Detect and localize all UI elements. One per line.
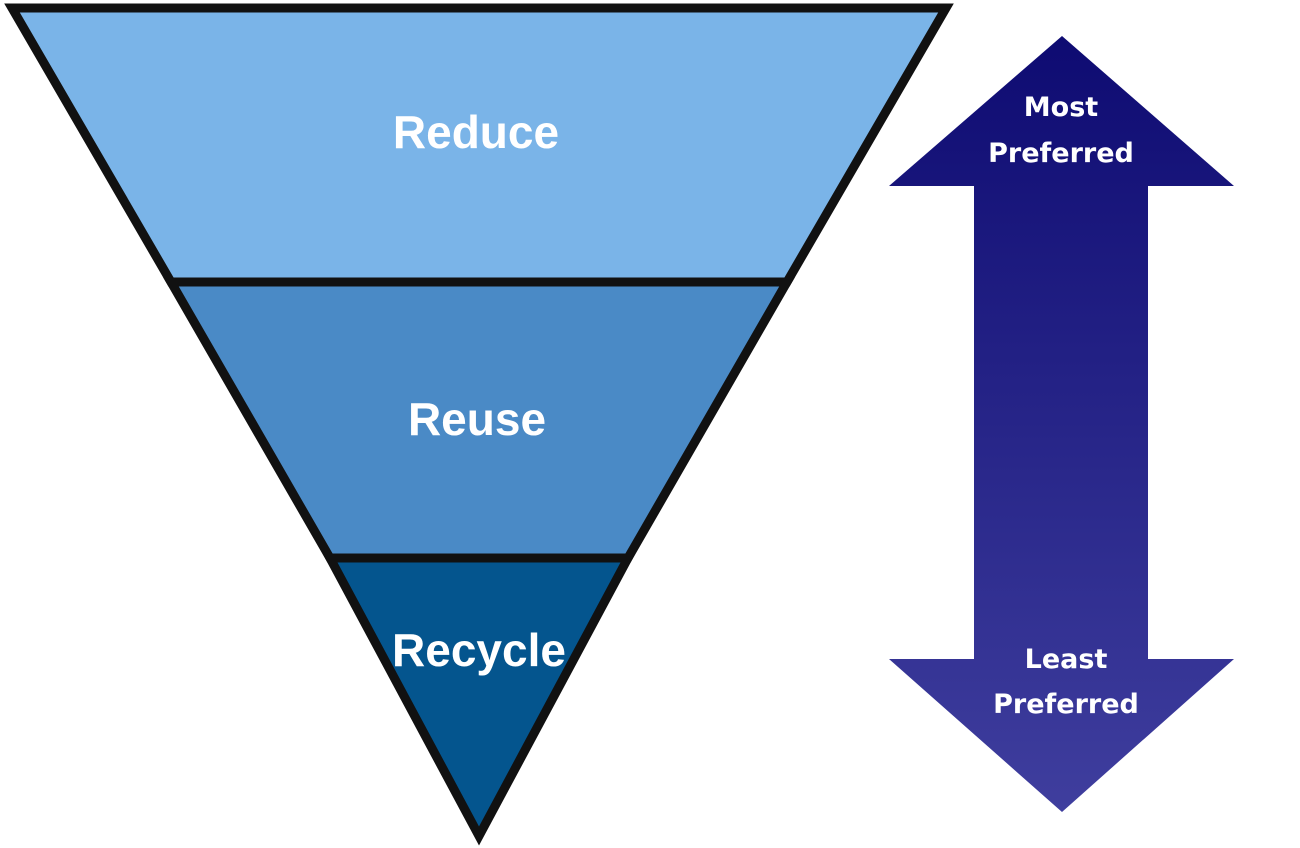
inverted-pyramid: Reduce Reuse Recycle [4,3,954,846]
least-preferred-label-line1: Least [1025,644,1108,675]
tier-reduce-label: Reduce [393,106,559,158]
most-preferred-label-line1: Most [1024,92,1098,123]
tier-reuse-label: Reuse [408,393,546,445]
double-arrow-icon [889,36,1234,812]
tier-recycle-label: Recycle [392,624,566,676]
tier-recycle-band [322,553,636,846]
most-preferred-label-line2: Preferred [988,138,1134,169]
least-preferred-label-line2: Preferred [993,689,1139,720]
preference-arrow: Most Preferred Least Preferred [889,36,1234,812]
